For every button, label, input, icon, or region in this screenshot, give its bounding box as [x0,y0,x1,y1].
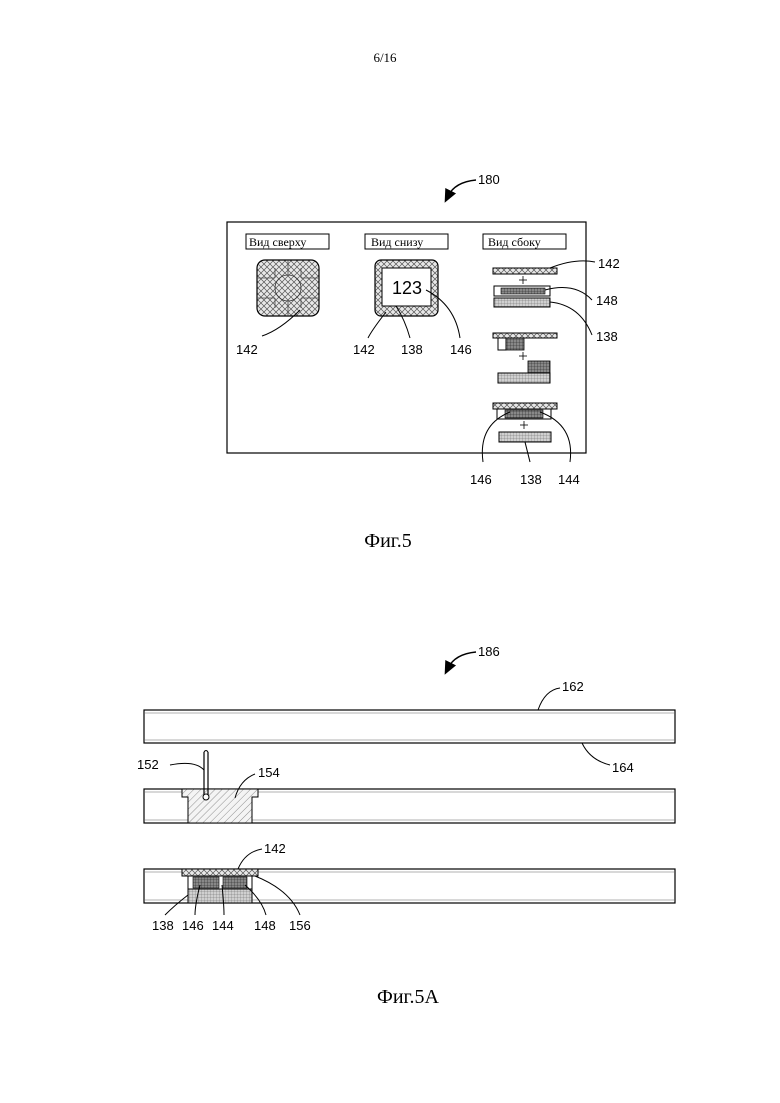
label-156-5a: 156 [289,918,311,933]
leader-164 [582,743,610,765]
label-148-5a: 148 [254,918,276,933]
leader-side-142 [550,261,595,268]
figure-5: 180 Вид сверху Вид снизу Вид сбоку 142 1… [227,172,620,552]
label-side-138b: 138 [520,472,542,487]
label-top-142: 142 [236,342,258,357]
leader-152 [170,763,204,770]
layer-middle-card [144,751,675,824]
chip-text-123: 123 [392,278,422,298]
label-152: 152 [137,757,159,772]
view-title-top: Вид сверху [249,235,306,249]
leader-side-148 [545,288,592,300]
label-bottom-142: 142 [353,342,375,357]
layer-top-card [144,710,675,743]
page-number: 6/16 [373,50,397,65]
ref-arrow-180 [448,180,476,196]
label-bottom-138: 138 [401,342,423,357]
ref-arrow-186 [448,652,476,668]
leader-bottom-142 [368,312,386,338]
leader-162 [538,688,560,710]
side-stack-3 [493,403,557,442]
label-164: 164 [612,760,634,775]
side-stack-2 [493,333,557,383]
caption-figure-5: Фиг.5 [364,530,411,552]
ref-label-186: 186 [478,644,500,659]
label-146-5a: 146 [182,918,204,933]
label-bottom-146: 146 [450,342,472,357]
view-title-bottom: Вид снизу [371,235,423,249]
label-162: 162 [562,679,584,694]
leader-side-138b [525,442,530,462]
label-side-144: 144 [558,472,580,487]
label-side-138: 138 [596,329,618,344]
label-144-5a: 144 [212,918,234,933]
label-138-5a: 138 [152,918,174,933]
label-side-148: 148 [596,293,618,308]
chip-top-view [257,260,319,316]
label-side-142: 142 [598,256,620,271]
view-title-side: Вид сбоку [488,235,541,249]
label-side-146: 146 [470,472,492,487]
figure-5a: 186 162 164 152 154 [137,644,675,1008]
side-stack-1 [493,268,557,307]
label-142-5a: 142 [264,841,286,856]
label-154: 154 [258,765,280,780]
ref-label-180: 180 [478,172,500,187]
caption-figure-5a: Фиг.5A [377,986,439,1008]
leader-142-5a [238,849,262,869]
